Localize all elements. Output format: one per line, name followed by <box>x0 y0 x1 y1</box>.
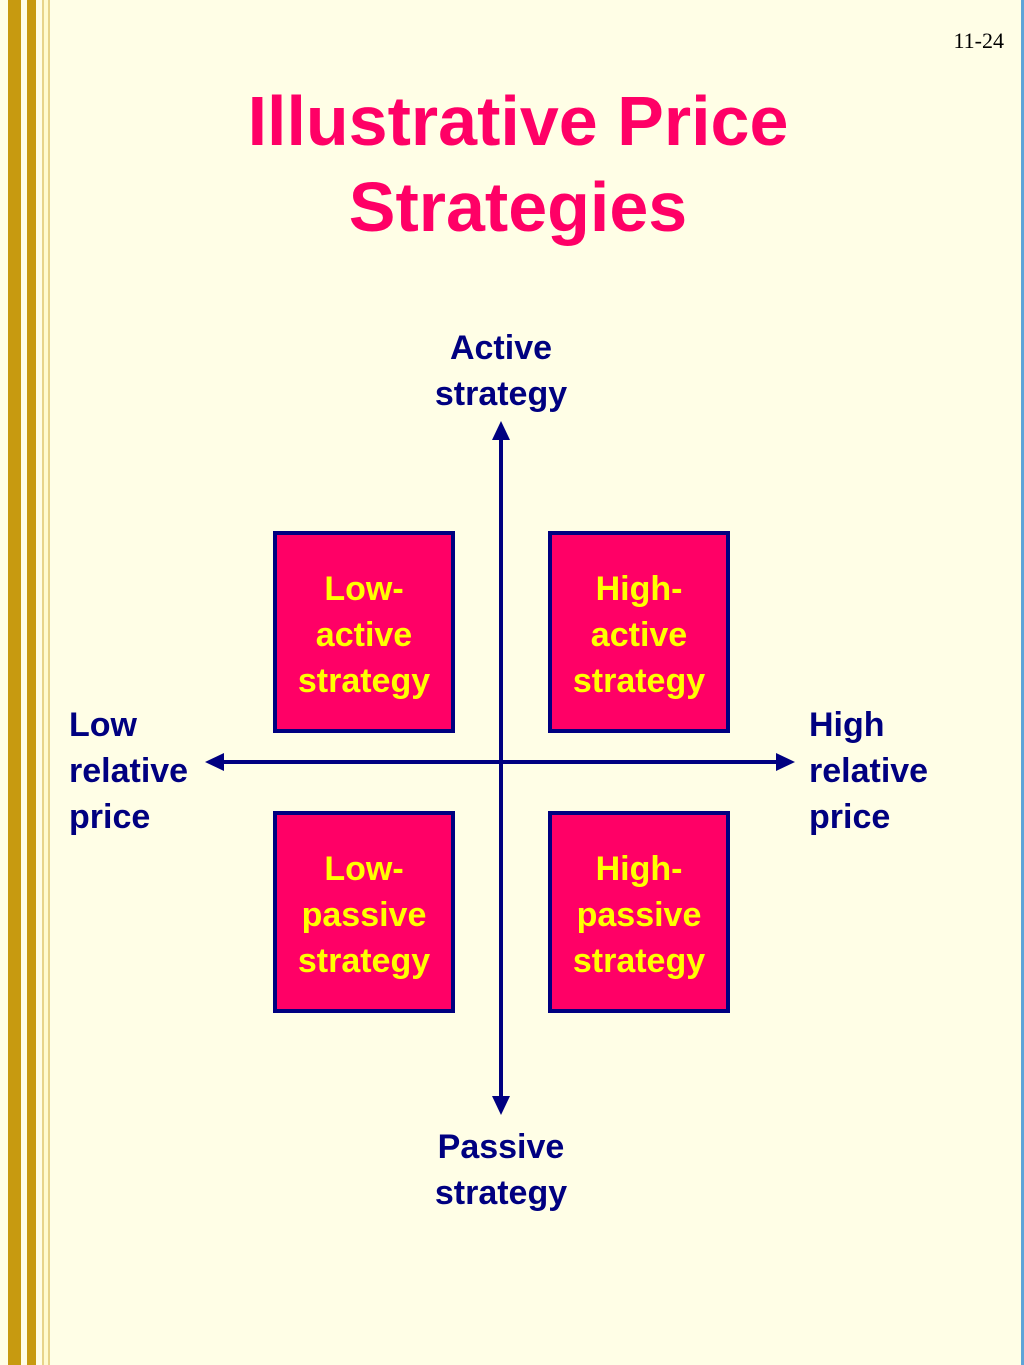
vertical-axis-arrow-down <box>492 1096 510 1115</box>
slide-title-line-1: Illustrative Price <box>247 82 789 160</box>
axis-label-line: Passive <box>437 1128 565 1166</box>
axis-label-high-relative-price: High relative price <box>809 702 959 840</box>
quadrant-label-line: strategy <box>297 942 431 980</box>
axis-label-line: price <box>809 798 891 836</box>
right-edge-line <box>1021 0 1024 1365</box>
horizontal-axis-arrow-left <box>205 753 224 771</box>
left-edge-bar-middle <box>27 0 36 1365</box>
quadrant-label-line: High- <box>595 850 683 888</box>
horizontal-axis-arrow-right <box>776 753 795 771</box>
axis-label-line: strategy <box>434 1174 568 1212</box>
quadrant-low-passive-strategy: Low- passive strategy <box>273 811 455 1013</box>
quadrant-low-active-strategy: Low- active strategy <box>273 531 455 733</box>
quadrant-label-line: High- <box>595 570 683 608</box>
axis-label-passive-strategy: Passive strategy <box>401 1124 601 1216</box>
axis-label-active-strategy: Active strategy <box>401 325 601 417</box>
quadrant-label-line: strategy <box>297 662 431 700</box>
axis-label-line: Low <box>69 706 137 744</box>
axis-label-line: Active <box>449 329 553 367</box>
axis-label-line: strategy <box>434 375 568 413</box>
slide-title-line-2: Strategies <box>348 168 688 246</box>
quadrant-label-line: passive <box>301 896 427 934</box>
quadrant-label-line: strategy <box>572 942 706 980</box>
quadrant-label-line: passive <box>576 896 702 934</box>
quadrant-label-line: Low- <box>324 570 404 608</box>
axis-label-line: relative <box>809 752 929 790</box>
slide-title: Illustrative Price Strategies <box>0 78 1024 250</box>
quadrant-high-active-strategy: High- active strategy <box>548 531 730 733</box>
quadrant-label-line: Low- <box>324 850 404 888</box>
quadrant-label-line: active <box>315 616 413 654</box>
vertical-axis-arrow-up <box>492 421 510 440</box>
axis-label-line: price <box>69 798 151 836</box>
quadrant-high-passive-strategy: High- passive strategy <box>548 811 730 1013</box>
left-edge-bar-outer <box>8 0 21 1365</box>
slide-number: 11-24 <box>953 28 1004 53</box>
left-edge-bar-inner <box>42 0 50 1365</box>
axis-label-line: relative <box>69 752 189 790</box>
axis-label-line: High <box>809 706 885 744</box>
quadrant-label-line: strategy <box>572 662 706 700</box>
quadrant-label-line: active <box>590 616 688 654</box>
axis-label-low-relative-price: Low relative price <box>69 702 219 840</box>
